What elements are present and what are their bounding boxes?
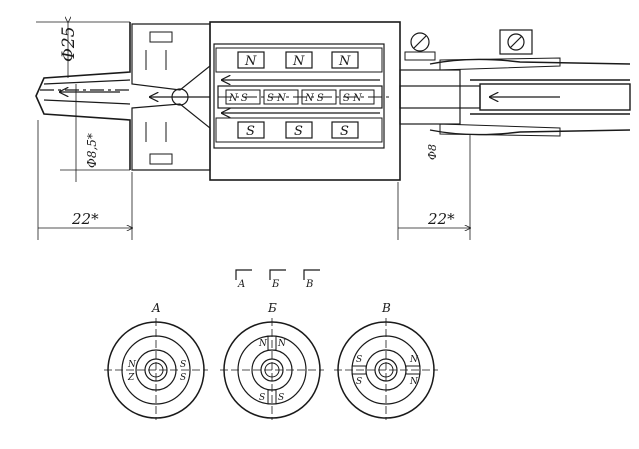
clamp-screw-left xyxy=(404,32,436,61)
section-marks: A Б В xyxy=(235,269,320,290)
dim-tube-diameter: Φ8 xyxy=(426,144,439,160)
section-b-top-right: N xyxy=(277,339,287,349)
cross-section-a: A N Z S S xyxy=(104,301,208,420)
top-magnet-3: N xyxy=(338,54,351,69)
section-b-bottom-right: S xyxy=(278,393,284,403)
core-magnet-row: N S S N N S S N xyxy=(225,89,375,105)
section-a-right-top: S xyxy=(180,360,186,370)
dim-right-length: 22* xyxy=(427,210,455,228)
fitting xyxy=(399,69,461,125)
nozzle-body xyxy=(35,22,131,170)
section-mark-v: В xyxy=(305,279,313,290)
section-a-left-bottom: Z xyxy=(127,373,135,383)
bottom-magnet-1: S xyxy=(246,124,255,139)
section-b-top-left: N xyxy=(258,339,268,349)
flow-arrows xyxy=(60,80,560,113)
section-a-right-bottom: S xyxy=(180,373,186,383)
section-mark-b: Б xyxy=(271,279,280,290)
dim-left-length: 22* xyxy=(71,210,99,228)
insert-bottom xyxy=(149,153,173,165)
insert-top xyxy=(149,31,173,43)
bottom-magnet-3: S xyxy=(340,124,349,139)
section-a-left-top: N xyxy=(127,360,137,370)
top-magnet-row: N N N xyxy=(237,51,359,69)
section-mark-a: A xyxy=(237,279,245,290)
dim-inner-diameter: Φ8,5* xyxy=(85,133,99,168)
bottom-magnet-2: S xyxy=(294,124,303,139)
section-v-right-top: N xyxy=(409,355,419,365)
top-magnet-2: N xyxy=(292,54,305,69)
cross-section-v: В S S N N xyxy=(334,301,438,420)
section-b-bottom-left: S xyxy=(259,393,265,403)
section-v-left-top: S xyxy=(356,355,362,365)
tube xyxy=(479,83,631,111)
section-a-title: A xyxy=(151,301,161,315)
section-v-right-bottom: N xyxy=(409,377,419,387)
nozzle-wall-upper xyxy=(131,23,211,91)
clamp-screw-right xyxy=(499,29,533,55)
ball-valve xyxy=(171,88,189,106)
top-magnet-1: N xyxy=(244,54,257,69)
section-v-left-bottom: S xyxy=(356,377,362,387)
core-magnet-1: N S xyxy=(228,93,248,104)
core-magnet-3: N S xyxy=(304,93,324,104)
dim-outer-diameter: Φ25 xyxy=(59,26,79,62)
bottom-magnet-row: S S S xyxy=(237,121,359,139)
section-v-title: В xyxy=(381,301,391,315)
core-magnet-2: S N xyxy=(267,93,287,104)
main-section-view: N N N S S S N S S N N S S N xyxy=(35,22,631,240)
core-magnet-4: S N xyxy=(343,93,363,104)
cross-section-b: Б N N S S xyxy=(220,301,324,420)
nozzle-wall-lower xyxy=(131,103,211,171)
section-b-title: Б xyxy=(267,301,277,315)
